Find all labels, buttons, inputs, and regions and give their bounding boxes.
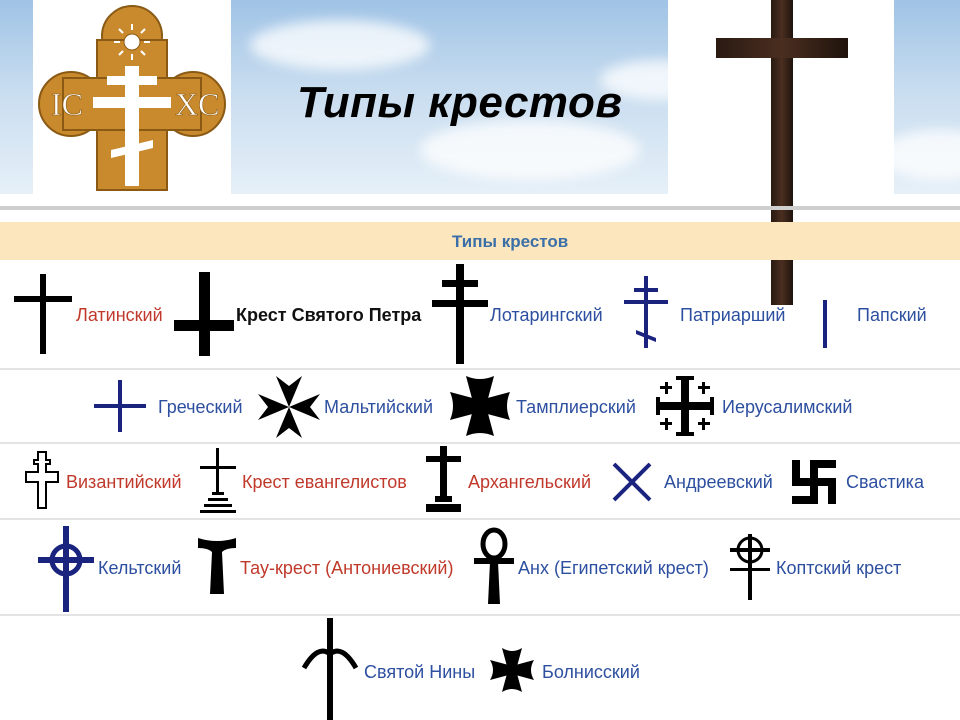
label-archangel: Архангельский (468, 472, 592, 492)
label-papal: Папский (857, 305, 927, 325)
row-divider (0, 442, 960, 444)
table-header (0, 222, 960, 260)
label-maltese: Мальтийский (324, 397, 434, 417)
maltese-cross-icon (258, 376, 320, 438)
st-peter-cross-icon (174, 272, 234, 356)
byzantine-cross-icon (25, 451, 59, 509)
tau-cross-icon (198, 538, 236, 594)
label-lorraine: Лотарингский (490, 305, 603, 325)
label-templar: Тамплиерский (516, 397, 636, 417)
orthodox-cross-logo: IC XC (33, 0, 231, 194)
templar-cross-icon (450, 376, 510, 436)
label-swastika: Свастика (846, 472, 924, 492)
table-header-title: Типы крестов (452, 232, 569, 251)
swastika-icon (792, 460, 836, 504)
label-patriarchal: Патриарший (680, 305, 786, 325)
page-title: Типы крестов (297, 78, 623, 127)
patriarchal-cross-icon (624, 276, 668, 348)
label-st-peter: Крест Святого Петра (236, 305, 422, 325)
label-st-nino: Святой Нины (364, 662, 476, 682)
latin-cross-icon (14, 274, 72, 354)
label-coptic: Коптский крест (776, 558, 902, 578)
label-ankh: Анх (Египетский крест) (518, 558, 709, 578)
st-nino-cross-icon (301, 618, 359, 720)
table-top-border (0, 206, 960, 210)
row-divider (0, 368, 960, 370)
row-divider (0, 518, 960, 520)
label-greek: Греческий (158, 397, 243, 417)
label-evangelists: Крест евангелистов (242, 472, 407, 492)
logo-xc-text: XC (175, 86, 219, 122)
jerusalem-cross-icon (656, 376, 714, 436)
archangel-cross-icon (426, 446, 461, 512)
label-jerusalem: Иерусалимский (722, 397, 853, 417)
row-divider (0, 614, 960, 616)
bolnisi-cross-icon (490, 648, 534, 692)
label-bolnisi: Болнисский (542, 662, 640, 682)
st-andrew-cross-icon (612, 462, 652, 502)
label-byzantine: Византийский (66, 472, 182, 492)
papal-cross-icon (823, 300, 827, 348)
logo-ic-text: IC (51, 86, 83, 122)
ankh-icon (474, 527, 514, 604)
lorraine-cross-icon (432, 264, 488, 364)
label-celtic: Кельтский (98, 558, 182, 578)
coptic-cross-icon (730, 534, 770, 600)
label-st-andrew: Андреевский (664, 472, 773, 492)
evangelists-cross-icon (200, 448, 236, 513)
greek-cross-icon (94, 380, 146, 432)
label-tau: Тау-крест (Антониевский) (240, 558, 454, 578)
celtic-cross-icon (38, 526, 94, 612)
label-latin: Латинский (76, 305, 163, 325)
